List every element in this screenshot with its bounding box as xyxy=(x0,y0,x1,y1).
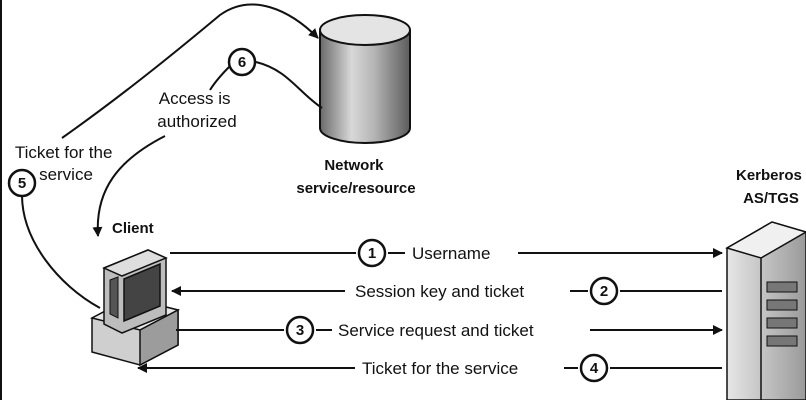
step-6-label: Access is authorized xyxy=(157,89,236,131)
step-6-number: 6 xyxy=(238,54,246,71)
step-6-access-authorized-arrow: 6 Access is authorized xyxy=(92,47,323,237)
client-computer-icon xyxy=(89,249,181,367)
step-5-ticket-to-network-arrow: 5 Ticket for the service xyxy=(7,3,319,309)
step-4-badge xyxy=(579,353,609,383)
step-4-label: Ticket for the service xyxy=(362,359,518,378)
step-6-badge xyxy=(227,47,257,77)
step-5-label: Ticket for the service xyxy=(15,143,117,184)
step-1-label: Username xyxy=(412,244,490,263)
step-4-number: 4 xyxy=(590,360,599,377)
step-1-number: 1 xyxy=(368,245,376,262)
step-5-number: 5 xyxy=(18,175,26,192)
kerberos-server-icon xyxy=(725,221,806,400)
step-2-label: Session key and ticket xyxy=(355,282,524,301)
step-4-ticket-arrow: 4 Ticket for the service xyxy=(137,353,722,383)
network-resource-cylinder-icon xyxy=(319,14,411,144)
step-3-number: 3 xyxy=(296,322,304,339)
client-label: Client xyxy=(112,220,154,237)
step-3-label: Service request and ticket xyxy=(338,321,534,340)
step-3-badge xyxy=(285,315,315,345)
left-frame-border xyxy=(0,0,2,400)
step-1-badge xyxy=(357,238,387,268)
step-2-session-key-arrow: 2 Session key and ticket xyxy=(171,276,722,306)
step-3-service-request-arrow: 3 Service request and ticket xyxy=(176,315,723,345)
step-5-badge xyxy=(7,168,37,198)
step-2-badge xyxy=(589,276,619,306)
step-2-number: 2 xyxy=(600,283,608,300)
kerberos-label: Kerberos AS/TGS xyxy=(736,167,806,207)
step-1-username-arrow: 1 Username xyxy=(170,238,723,268)
network-label: Network service/resource xyxy=(296,157,415,197)
